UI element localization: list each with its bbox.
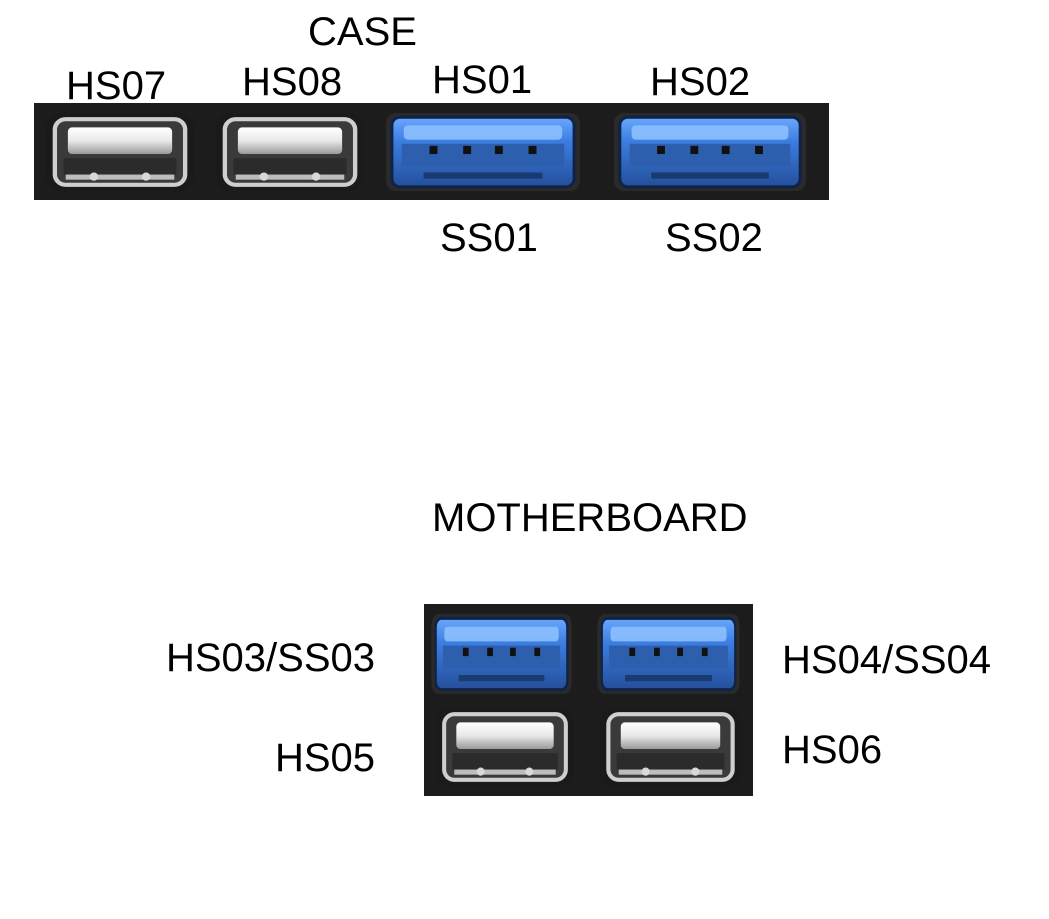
- case-port-label-hs08: HS08: [242, 60, 343, 104]
- usb-3-port-icon: [430, 612, 573, 696]
- usb-2-port-icon: [44, 111, 196, 193]
- usb-2-port-icon: [598, 706, 743, 788]
- usb-2-port-icon: [434, 706, 576, 788]
- usb-3-port-icon: [596, 612, 741, 696]
- mb-port-label-hs06: HS06: [782, 728, 883, 772]
- case-title: CASE: [308, 10, 417, 54]
- case-port-label-ss01: SS01: [440, 216, 538, 260]
- motherboard-title: MOTHERBOARD: [432, 496, 748, 540]
- case-port-label-ss02: SS02: [665, 216, 763, 260]
- mb-port-label-hs05: HS05: [274, 736, 375, 780]
- motherboard-usb-panel: [424, 604, 753, 796]
- mb-port-label-hs04-ss04: HS04/SS04: [782, 638, 992, 682]
- usb-3-port-icon: [612, 111, 808, 193]
- mb-port-label-hs03-ss03: HS03/SS03: [165, 636, 375, 680]
- usb-3-port-icon: [384, 111, 582, 193]
- case-usb-panel: [34, 103, 829, 200]
- usb-2-port-icon: [214, 111, 366, 193]
- case-port-label-hs01: HS01: [432, 58, 533, 102]
- case-port-label-hs07: HS07: [66, 64, 167, 108]
- case-port-label-hs02: HS02: [650, 60, 751, 104]
